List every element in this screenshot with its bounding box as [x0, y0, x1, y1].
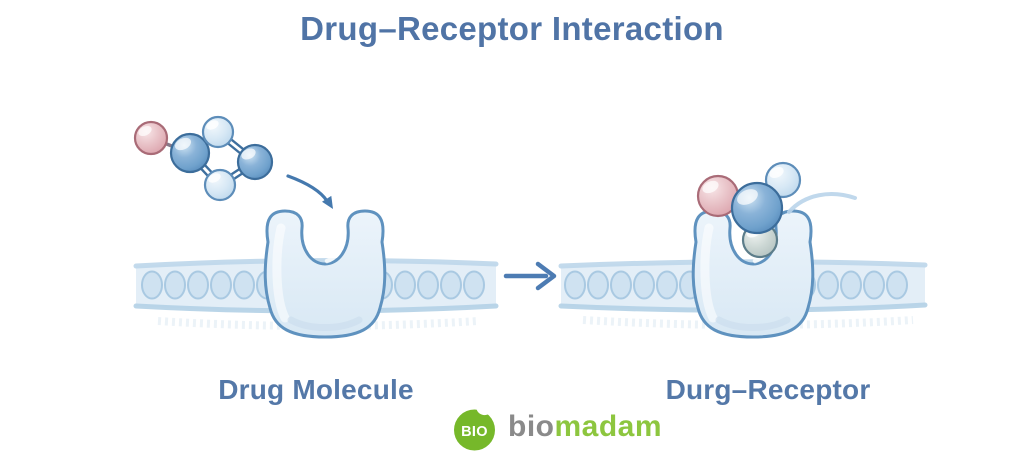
binding-arrow-icon	[286, 174, 333, 209]
bound-molecule-atoms	[696, 161, 802, 259]
bound-drug-molecule	[696, 161, 802, 259]
left-scene-illustration	[133, 115, 499, 339]
bio-badge-text: BIO	[461, 424, 488, 440]
motion-line-icon	[787, 192, 857, 214]
drug-molecule	[133, 115, 274, 202]
molecule-atoms	[133, 115, 274, 202]
bio-badge-icon: BIO	[454, 404, 495, 451]
left-panel-label: Drug Molecule	[218, 374, 414, 405]
brand-name-madam: madam	[554, 410, 663, 443]
leaf-icon	[476, 404, 490, 416]
right-scene-illustration	[558, 161, 928, 339]
receptor-left	[263, 209, 387, 339]
brand-name: biomadam	[508, 403, 662, 451]
page-title: Drug–Receptor Interaction	[300, 10, 724, 47]
reaction-arrow-icon	[503, 261, 557, 291]
brand-logo: BIO biomadam	[451, 402, 662, 452]
right-panel-label: Durg–Receptor	[665, 374, 871, 405]
receptor-right	[691, 209, 815, 339]
brand-name-bio: bio	[508, 410, 555, 443]
